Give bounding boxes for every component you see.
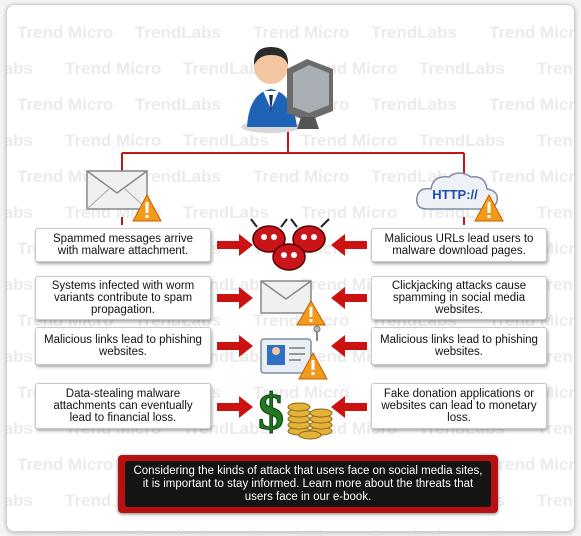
arrow-left-icon [331, 234, 367, 256]
arrow-left-icon [331, 396, 367, 418]
left-box-1: Spammed messages arrive with malware att… [35, 228, 211, 262]
http-cloud-icon: HTTP:// [415, 172, 504, 222]
left-box-2: Systems infected with worm variants cont… [35, 276, 211, 320]
email-warning-icon [260, 280, 326, 326]
warning-icon [132, 193, 162, 222]
right-box-4: Fake donation applications or websites c… [371, 383, 547, 429]
malware-bugs-icon [250, 218, 330, 271]
right-box-3: Malicious links lead to phishing website… [371, 327, 547, 365]
user-computer-icon [241, 47, 333, 133]
ebook-cta[interactable]: Considering the kinds of attack that use… [118, 455, 498, 513]
ebook-cta-text: Considering the kinds of attack that use… [125, 461, 491, 507]
connector-lines [121, 131, 465, 225]
arrow-right-icon [217, 234, 253, 256]
arrow-right-icon [217, 335, 253, 357]
left-box-4: Data-stealing malware attachments can ev… [35, 383, 211, 429]
right-box-1: Malicious URLs lead users to malware dow… [371, 228, 547, 262]
left-box-3: Malicious links lead to phishing website… [35, 327, 211, 365]
arrow-right-icon [217, 287, 253, 309]
right-box-2: Clickjacking attacks cause spamming in s… [371, 276, 547, 320]
arrow-left-icon [331, 287, 367, 309]
svg-text:HTTP://: HTTP:// [432, 187, 478, 202]
profile-card-icon [260, 325, 328, 380]
svg-text:$: $ [258, 384, 284, 441]
money-icon: $ [258, 384, 333, 441]
arrow-right-icon [217, 396, 253, 418]
arrow-left-icon [331, 335, 367, 357]
email-icon [86, 170, 162, 222]
